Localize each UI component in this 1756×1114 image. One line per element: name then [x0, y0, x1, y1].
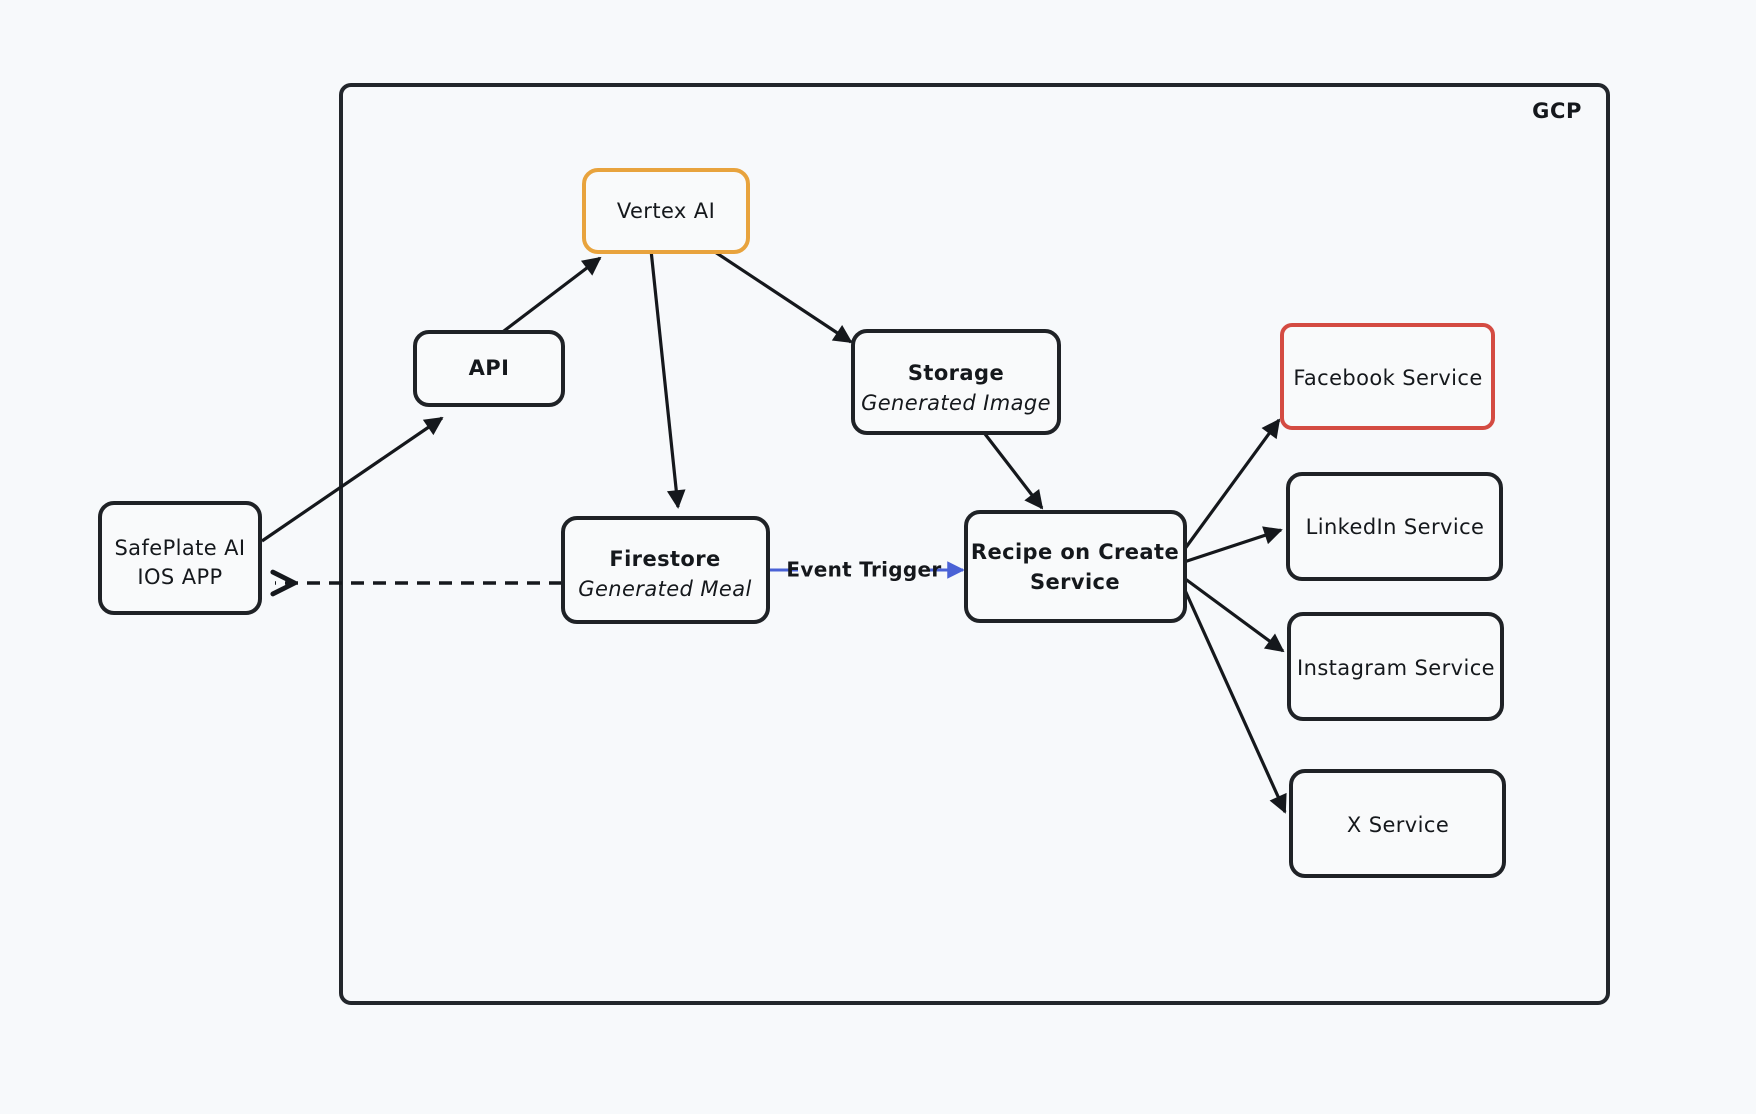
node-safeplate-ios-app[interactable]: SafePlate AI IOS APP — [98, 501, 262, 615]
gcp-container-label: GCP — [1532, 99, 1582, 123]
node-x-service[interactable]: X Service — [1289, 769, 1506, 878]
node-vertex-ai-box[interactable] — [582, 168, 750, 254]
edge-storage-to-recipe — [983, 433, 1044, 510]
edge-api-to-vertex — [495, 256, 602, 339]
node-storage-line2: Generated Image — [861, 391, 1051, 415]
node-recipe-on-create-service[interactable]: Recipe on Create Service — [964, 510, 1187, 623]
node-recipe-line2: Service — [1030, 570, 1120, 594]
edge-label-event-trigger: Event Trigger — [786, 558, 941, 582]
node-vertex-ai-label: Vertex AI — [617, 199, 715, 223]
node-firestore-line1: Firestore — [609, 547, 720, 571]
node-firestore-box[interactable] — [561, 516, 770, 624]
edge-vertex-to-firestore — [649, 249, 686, 509]
node-safeplate-ios-app-line1: SafePlate AI — [114, 536, 245, 560]
node-linkedin-service[interactable]: LinkedIn Service — [1286, 472, 1503, 581]
node-instagram-service-label: Instagram Service — [1297, 656, 1495, 680]
node-x-service-box[interactable] — [1289, 769, 1506, 878]
edge-recipe-to-x — [1182, 587, 1287, 814]
node-recipe-line1: Recipe on Create — [971, 540, 1179, 564]
node-storage-generated-image[interactable]: Storage Generated Image — [851, 329, 1061, 435]
node-instagram-service[interactable]: Instagram Service — [1287, 612, 1504, 721]
node-storage-box[interactable] — [851, 329, 1061, 435]
edge-client-to-api — [261, 416, 444, 543]
node-facebook-service-box[interactable] — [1280, 323, 1495, 430]
edge-recipe-to-linkedin — [1183, 526, 1283, 564]
edge-vertex-to-storage — [711, 248, 853, 344]
node-firestore-line2: Generated Meal — [578, 577, 751, 601]
node-api[interactable]: API — [413, 330, 565, 407]
node-api-box[interactable] — [413, 330, 565, 407]
node-linkedin-service-label: LinkedIn Service — [1306, 515, 1485, 539]
edge-recipe-to-instagram — [1183, 576, 1285, 653]
edge-recipe-to-facebook — [1182, 418, 1281, 551]
node-vertex-ai[interactable]: Vertex AI — [582, 168, 750, 254]
node-linkedin-service-box[interactable] — [1286, 472, 1503, 581]
node-recipe-box[interactable] — [964, 510, 1187, 623]
node-facebook-service-label: Facebook Service — [1293, 366, 1482, 390]
node-firestore-generated-meal[interactable]: Firestore Generated Meal — [561, 516, 770, 624]
gcp-container-boundary — [339, 83, 1610, 1005]
node-api-label: API — [469, 356, 510, 380]
node-instagram-service-box[interactable] — [1287, 612, 1504, 721]
node-x-service-label: X Service — [1347, 813, 1449, 837]
node-safeplate-ios-app-box[interactable] — [98, 501, 262, 615]
node-safeplate-ios-app-line2: IOS APP — [137, 565, 222, 589]
node-storage-line1: Storage — [908, 361, 1004, 385]
node-facebook-service[interactable]: Facebook Service — [1280, 323, 1495, 430]
